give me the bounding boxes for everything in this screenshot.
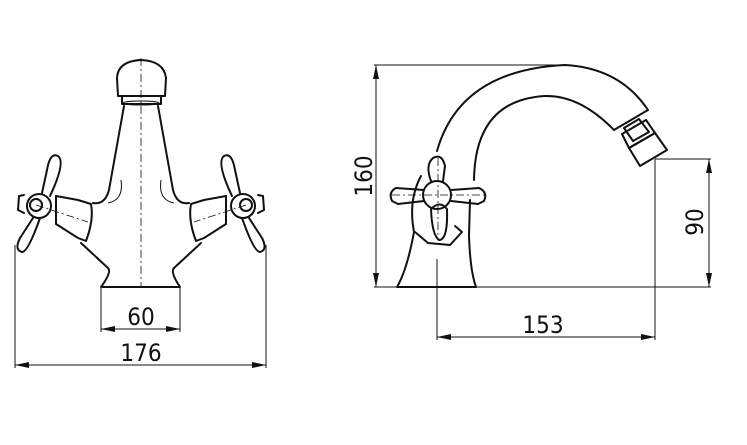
dim-label-90: 90 (681, 208, 709, 235)
side-aerator-top (623, 118, 650, 142)
front-right-lever-up (220, 154, 241, 197)
side-handle-lever-down (430, 203, 449, 241)
front-right-knob-cap (257, 194, 265, 214)
front-left-knob-center (29, 198, 43, 212)
dim-label-160: 160 (350, 155, 378, 196)
dim-label-153: 153 (522, 311, 563, 339)
dim-90-arrows (706, 159, 712, 287)
front-right-knob-center (239, 198, 253, 212)
dim-label-176: 176 (120, 339, 161, 367)
dim-153-lines (436, 159, 656, 340)
front-handle-centerlines (35, 204, 247, 223)
side-body-plate (414, 225, 463, 246)
dim-160-lines (374, 64, 711, 288)
side-handle-lever-left (389, 187, 425, 205)
front-cap-ring (121, 95, 162, 105)
dim-label-60: 60 (127, 303, 154, 331)
side-handle-centerlines (392, 158, 486, 240)
side-spout (436, 64, 649, 181)
side-handle-lever-up (427, 155, 446, 182)
front-body (92, 105, 190, 205)
dim-90-lines (655, 158, 711, 287)
dim-176-lines (14, 245, 267, 368)
front-view: 60 176 (14, 58, 267, 368)
front-cap (116, 59, 167, 97)
front-left-lever-up (41, 154, 62, 197)
front-body-base (80, 242, 202, 288)
front-right-handle-arm (189, 195, 227, 242)
front-left-lever-down (16, 217, 41, 253)
side-view: 160 90 153 (350, 64, 712, 340)
front-left-handle-arm (55, 195, 93, 242)
side-handle-lever-right (450, 187, 487, 205)
side-aerator-body (628, 132, 668, 167)
front-body-curves (107, 179, 175, 204)
side-body (396, 175, 477, 288)
front-right-lever-down (241, 217, 266, 253)
front-left-knob-cap (17, 194, 25, 214)
